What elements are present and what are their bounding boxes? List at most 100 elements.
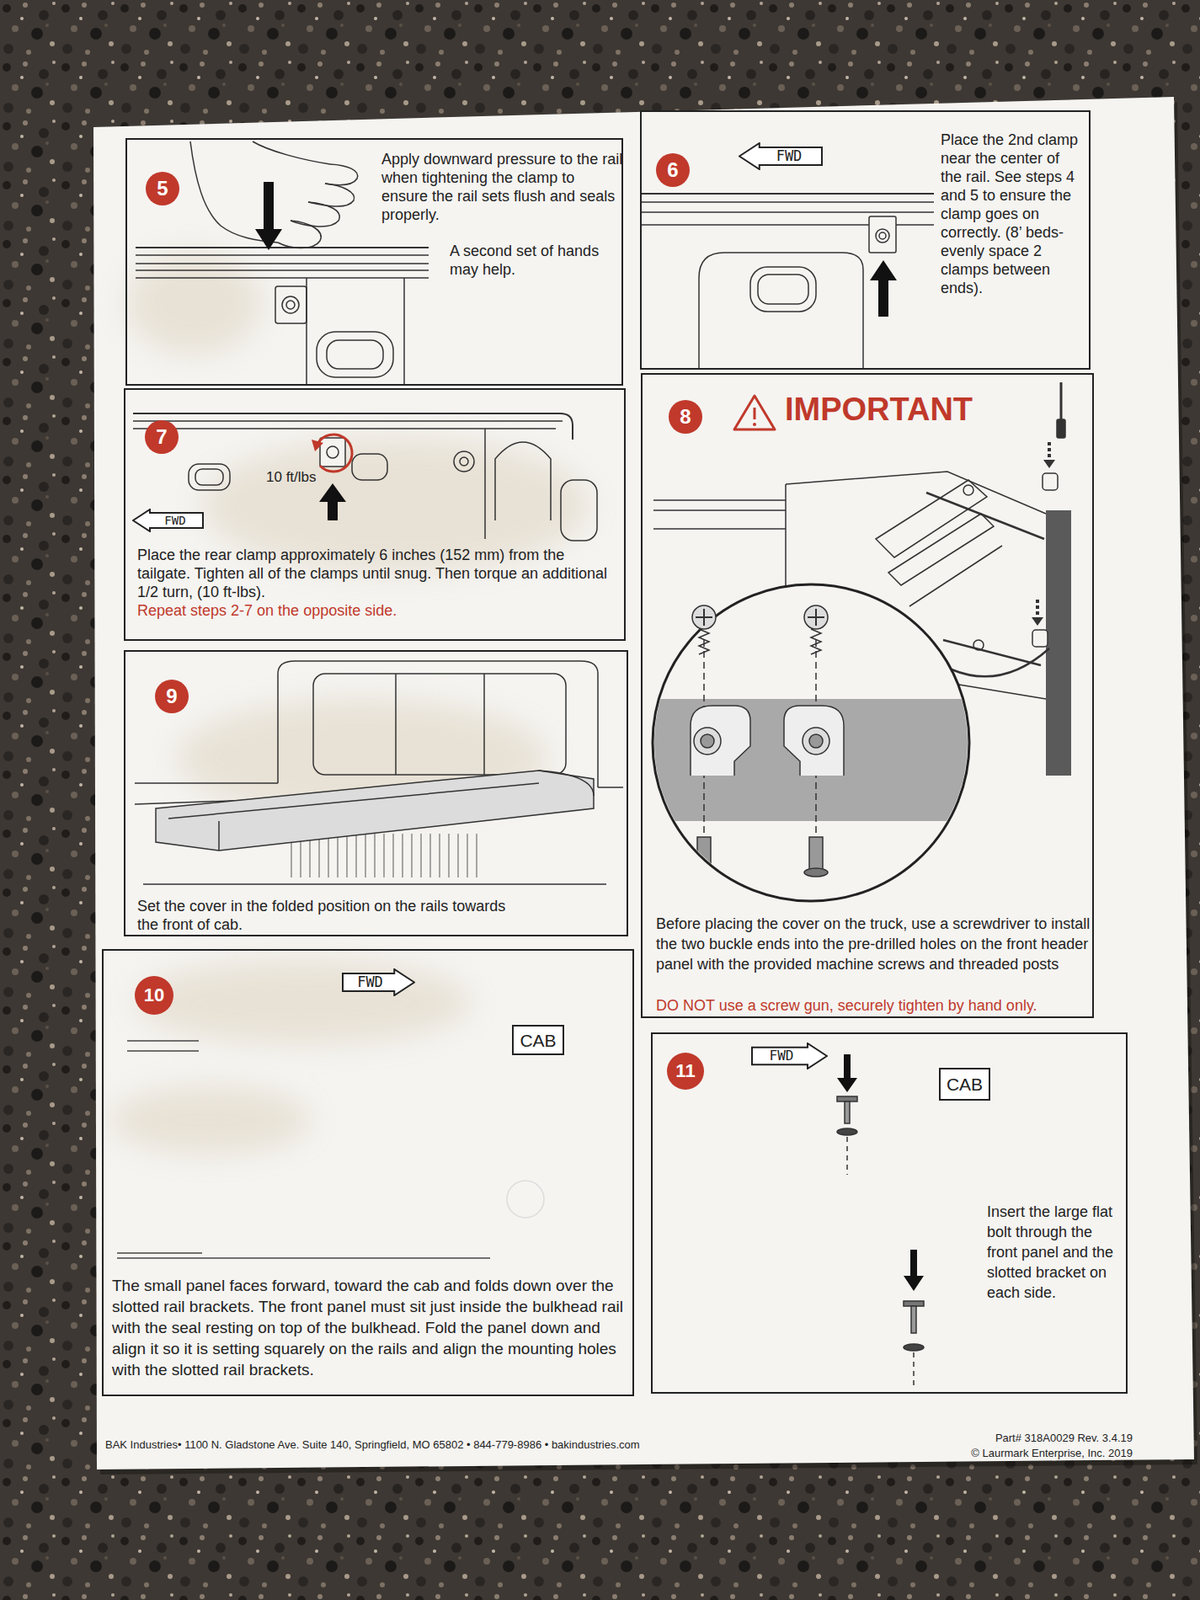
rear-clamp-illustration (133, 413, 598, 541)
buckle-install-illustration (1035, 599, 1040, 618)
step-number-text: 5 (156, 178, 168, 199)
step-number: 5 (145, 171, 180, 206)
clamp-center-illustration (640, 211, 934, 214)
folded-cover-illustration (597, 786, 624, 789)
fwd-arrow-outline (342, 969, 415, 996)
bolt-illustration (903, 1301, 924, 1307)
fwd-arrow-outline (133, 509, 203, 532)
folded-cover-illustration (134, 782, 278, 784)
direction-label: FWD (769, 1049, 795, 1063)
stain (109, 1086, 312, 1154)
fwd-arrow: FWD (132, 508, 204, 533)
folded-cover-illustration (394, 673, 397, 775)
direction-label: FWD (357, 975, 384, 990)
instruction-text: Before placing the cover on the truck, u… (656, 913, 1093, 975)
bolt-illustration (837, 1054, 858, 1093)
step-panel: Insert the large flat bolt through the f… (650, 1032, 1128, 1394)
buckle-install-illustration (697, 837, 711, 871)
buckle-install-illustration (698, 629, 710, 655)
stain (134, 960, 472, 1045)
fwd-arrow: FWD (738, 142, 823, 171)
buckle-install-illustration (809, 837, 823, 871)
hand-rail-illustration (305, 277, 308, 386)
folded-cover-illustration (483, 673, 486, 775)
hand-rail-illustration (252, 141, 331, 165)
cab-box: CAB (512, 1024, 565, 1056)
buckle-install-illustration (653, 509, 786, 512)
hand-rail-illustration (135, 277, 429, 279)
buckle-install-illustration (963, 485, 974, 496)
clamp-center-illustration (698, 252, 864, 368)
bolt-illustration (903, 1344, 924, 1351)
buckle-install-illustration (951, 648, 1050, 677)
clamp-center-illustration (875, 229, 890, 243)
step-number: 6 (656, 153, 690, 187)
step-panel: The small panel faces forward, toward th… (101, 949, 635, 1397)
step-panel: IMPORTANTBefore placing the cover on the… (640, 373, 1094, 1019)
bolt-illustration (911, 1306, 917, 1334)
cab-label: CAB (946, 1075, 983, 1094)
buckle-install-illustration (653, 528, 786, 530)
clamp-center-illustration (879, 232, 886, 240)
step-number: 11 (666, 1052, 704, 1090)
cab-box: CAB (938, 1067, 991, 1101)
step-number: 8 (668, 400, 703, 434)
cab-label: CAB (519, 1031, 556, 1050)
direction-label: FWD (776, 149, 803, 164)
bolt-illustration (903, 1249, 924, 1291)
hand-rail-illustration (135, 246, 429, 249)
step-number-text: 10 (144, 986, 165, 1005)
bolt-illustration (912, 1352, 915, 1386)
folded-cover-illustration (218, 821, 220, 851)
bolt-illustration (837, 1054, 924, 1386)
rear-clamp-illustration (495, 442, 551, 521)
buckle-install-illustration (802, 727, 830, 755)
step-number-text: 11 (675, 1061, 695, 1081)
buckle-install-illustration (1045, 510, 1072, 776)
step-number-text: 7 (155, 426, 167, 448)
front-panel-illustration (117, 1257, 491, 1259)
paper-sheet (93, 96, 1198, 1475)
buckle-install-illustration (1032, 629, 1048, 647)
buckle-install-illustration (693, 727, 721, 755)
buckle-install-illustration (752, 422, 757, 427)
step-panel: Place the rear clamp approximately 6 inc… (123, 388, 626, 641)
step-panel: Apply downward pressure to the rail when… (125, 138, 624, 386)
step-panel: Place the 2nd clamp near the center of t… (640, 110, 1091, 370)
step-number: 9 (154, 679, 189, 714)
clamp-center-illustration (750, 266, 816, 312)
buckle-install-illustration (784, 484, 787, 590)
hand-rail-illustration (135, 254, 429, 256)
instruction-text: Insert the large flat bolt through the f… (986, 1201, 1120, 1303)
step-number-text: 6 (666, 160, 678, 181)
buckle-install-illustration (1043, 459, 1056, 469)
buckle-install-illustration (809, 734, 823, 748)
fwd-arrow: FWD (341, 968, 416, 997)
rear-clamp-illustration (133, 420, 563, 422)
buckle-install-illustration (1047, 442, 1051, 460)
buckle-install-illustration (926, 492, 1045, 539)
fwd-arrow: FWD (751, 1042, 828, 1070)
hand-rail-illustration (308, 183, 355, 207)
hand-rail-illustration (275, 286, 307, 324)
folded-cover-illustration (134, 661, 624, 885)
folded-cover-illustration (168, 783, 539, 819)
hand-rail-illustration (135, 262, 429, 265)
fwd-arrow-outline (752, 1043, 827, 1069)
buckle-install-illustration (973, 640, 984, 651)
rear-clamp-illustration (484, 428, 486, 539)
buckle-install-illustration (804, 868, 828, 877)
front-panel-illustration (117, 1252, 203, 1254)
hand-rail-illustration (135, 269, 429, 272)
hand-rail-illustration (255, 181, 283, 251)
buckle-install-illustration (753, 407, 757, 420)
folded-cover-illustration (277, 661, 598, 788)
clamp-center-illustration (757, 274, 809, 304)
buckle-install-illustration (640, 640, 995, 877)
note-text: A second set of hands may help. (449, 241, 619, 279)
direction-label: FWD (164, 514, 186, 527)
bolt-illustration (844, 1101, 850, 1124)
rear-clamp-illustration (317, 434, 352, 472)
instruction-text: The small panel faces forward, toward th… (112, 1274, 626, 1381)
